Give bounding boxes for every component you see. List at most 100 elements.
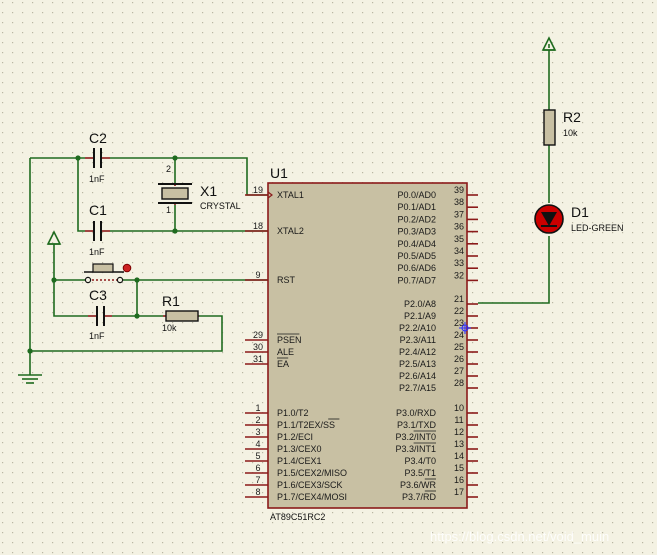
mcu-pin-label: P1.6/CEX3/SCK [277,480,343,490]
crystal-pin-2-label: 2 [166,164,171,174]
mcu-pin-label: P0.6/AD6 [397,263,436,273]
r2-ref: R2 [563,109,581,125]
resistor-r1[interactable]: R1 10k [162,293,199,333]
mcu-pin-label: P2.5/A13 [399,359,436,369]
c3-ref: C3 [89,287,107,303]
r1-ref: R1 [162,293,180,309]
capacitor-c1[interactable]: C1 1nF [85,202,110,257]
probe-cursor-icon[interactable] [459,322,471,334]
mcu-pin-label: P3.0/RXD [396,408,437,418]
mcu-pin-label: PSEN [277,335,302,345]
mcu-pin-number: 7 [255,475,260,485]
mcu-pin-number: 32 [454,270,464,280]
mcu-pin-number: 27 [454,366,464,376]
mcu-pin-number: 38 [454,197,464,207]
crystal-x1[interactable]: 2 1 X1 CRYSTAL [158,164,241,215]
mcu-pin-number: 34 [454,246,464,256]
mcu-pin-label: P3.3/INT1 [395,444,436,454]
mcu-pin-number: 12 [454,427,464,437]
mcu-pin-label: P1.0/T2 [277,408,309,418]
mcu-pin-number: 11 [454,415,463,425]
mcu-pin-number: 19 [253,185,263,195]
mcu-pin-number: 30 [253,342,263,352]
mcu-pin-label: P0.5/AD5 [397,251,436,261]
mcu-pin-number: 26 [454,354,464,364]
mcu-pin-number: 16 [454,475,464,485]
mcu-pin-number: 39 [454,185,464,195]
mcu-body[interactable] [267,182,468,509]
x1-value: CRYSTAL [200,201,241,211]
mcu-pin-label: XTAL2 [277,226,304,236]
mcu-pin-label: P3.7/RD [402,492,437,502]
mcu-pin-label: P3.1/TXD [397,420,437,430]
c2-value: 1nF [89,174,105,184]
mcu-pin-number: 36 [454,222,464,232]
capacitor-c3[interactable]: C3 1nF [88,287,112,341]
junction-dots [27,155,178,354]
resistor-r2[interactable]: R2 10k [543,109,581,146]
push-button-icon[interactable] [84,263,132,284]
mcu-pin-number: 2 [255,415,260,425]
mcu-pin-number: 24 [454,330,464,340]
wires [29,50,550,375]
mcu-pin-number: 31 [253,354,263,364]
mcu-pin-number: 28 [454,378,464,388]
mcu-pin-number: 15 [454,463,464,473]
power-arrow-icon[interactable] [541,36,557,51]
capacitor-c2[interactable]: C2 1nF [85,130,110,184]
mcu-pin-number: 13 [454,439,464,449]
mcu-pin-label: P0.2/AD2 [397,214,436,224]
mcu-pin-label: P2.3/A11 [400,335,436,345]
mcu-pin-number: 6 [255,463,260,473]
r2-value: 10k [563,128,578,138]
mcu-pin-label: P1.3/CEX0 [277,444,322,454]
mcu-pin-label: P3.5/T1 [404,468,436,478]
ground-icon[interactable] [18,374,42,384]
power-arrow-icon[interactable] [46,230,62,245]
mcu-pin-label: RST [277,275,296,285]
mcu-pin-number: 9 [255,270,260,280]
mcu-pin-label: P0.3/AD3 [397,227,436,237]
led-diode-icon[interactable]: D1 LED-GREEN [534,204,624,234]
mcu-pin-label: P1.4/CEX1 [277,456,322,466]
